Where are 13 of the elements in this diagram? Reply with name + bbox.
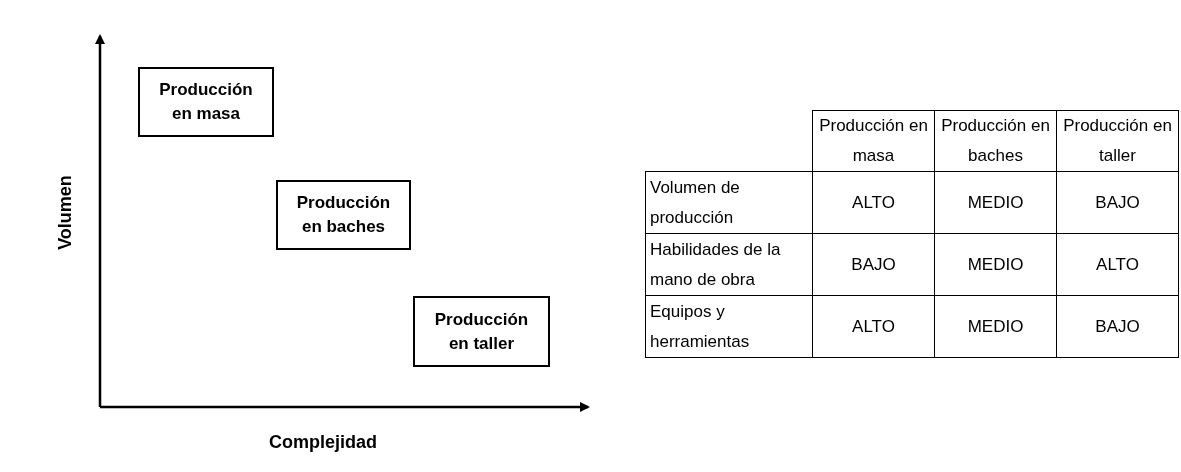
row-header: Equipos y herramientas <box>645 295 813 358</box>
column-header: Producción en masa <box>812 110 935 172</box>
row-header: Volumen de producción <box>645 171 813 234</box>
category-box <box>138 67 274 137</box>
category-box <box>276 180 411 250</box>
box-label: Producción en masa <box>158 79 254 125</box>
axis-title: Complejidad <box>268 431 378 454</box>
table-value: BAJO <box>1056 295 1179 358</box>
column-header: Producción en taller <box>1056 110 1179 172</box>
category-box <box>413 296 550 367</box>
axis-title: Volumen <box>53 174 76 252</box>
box-label: Producción en taller <box>433 308 530 355</box>
box-label: Producción en baches <box>295 192 392 238</box>
